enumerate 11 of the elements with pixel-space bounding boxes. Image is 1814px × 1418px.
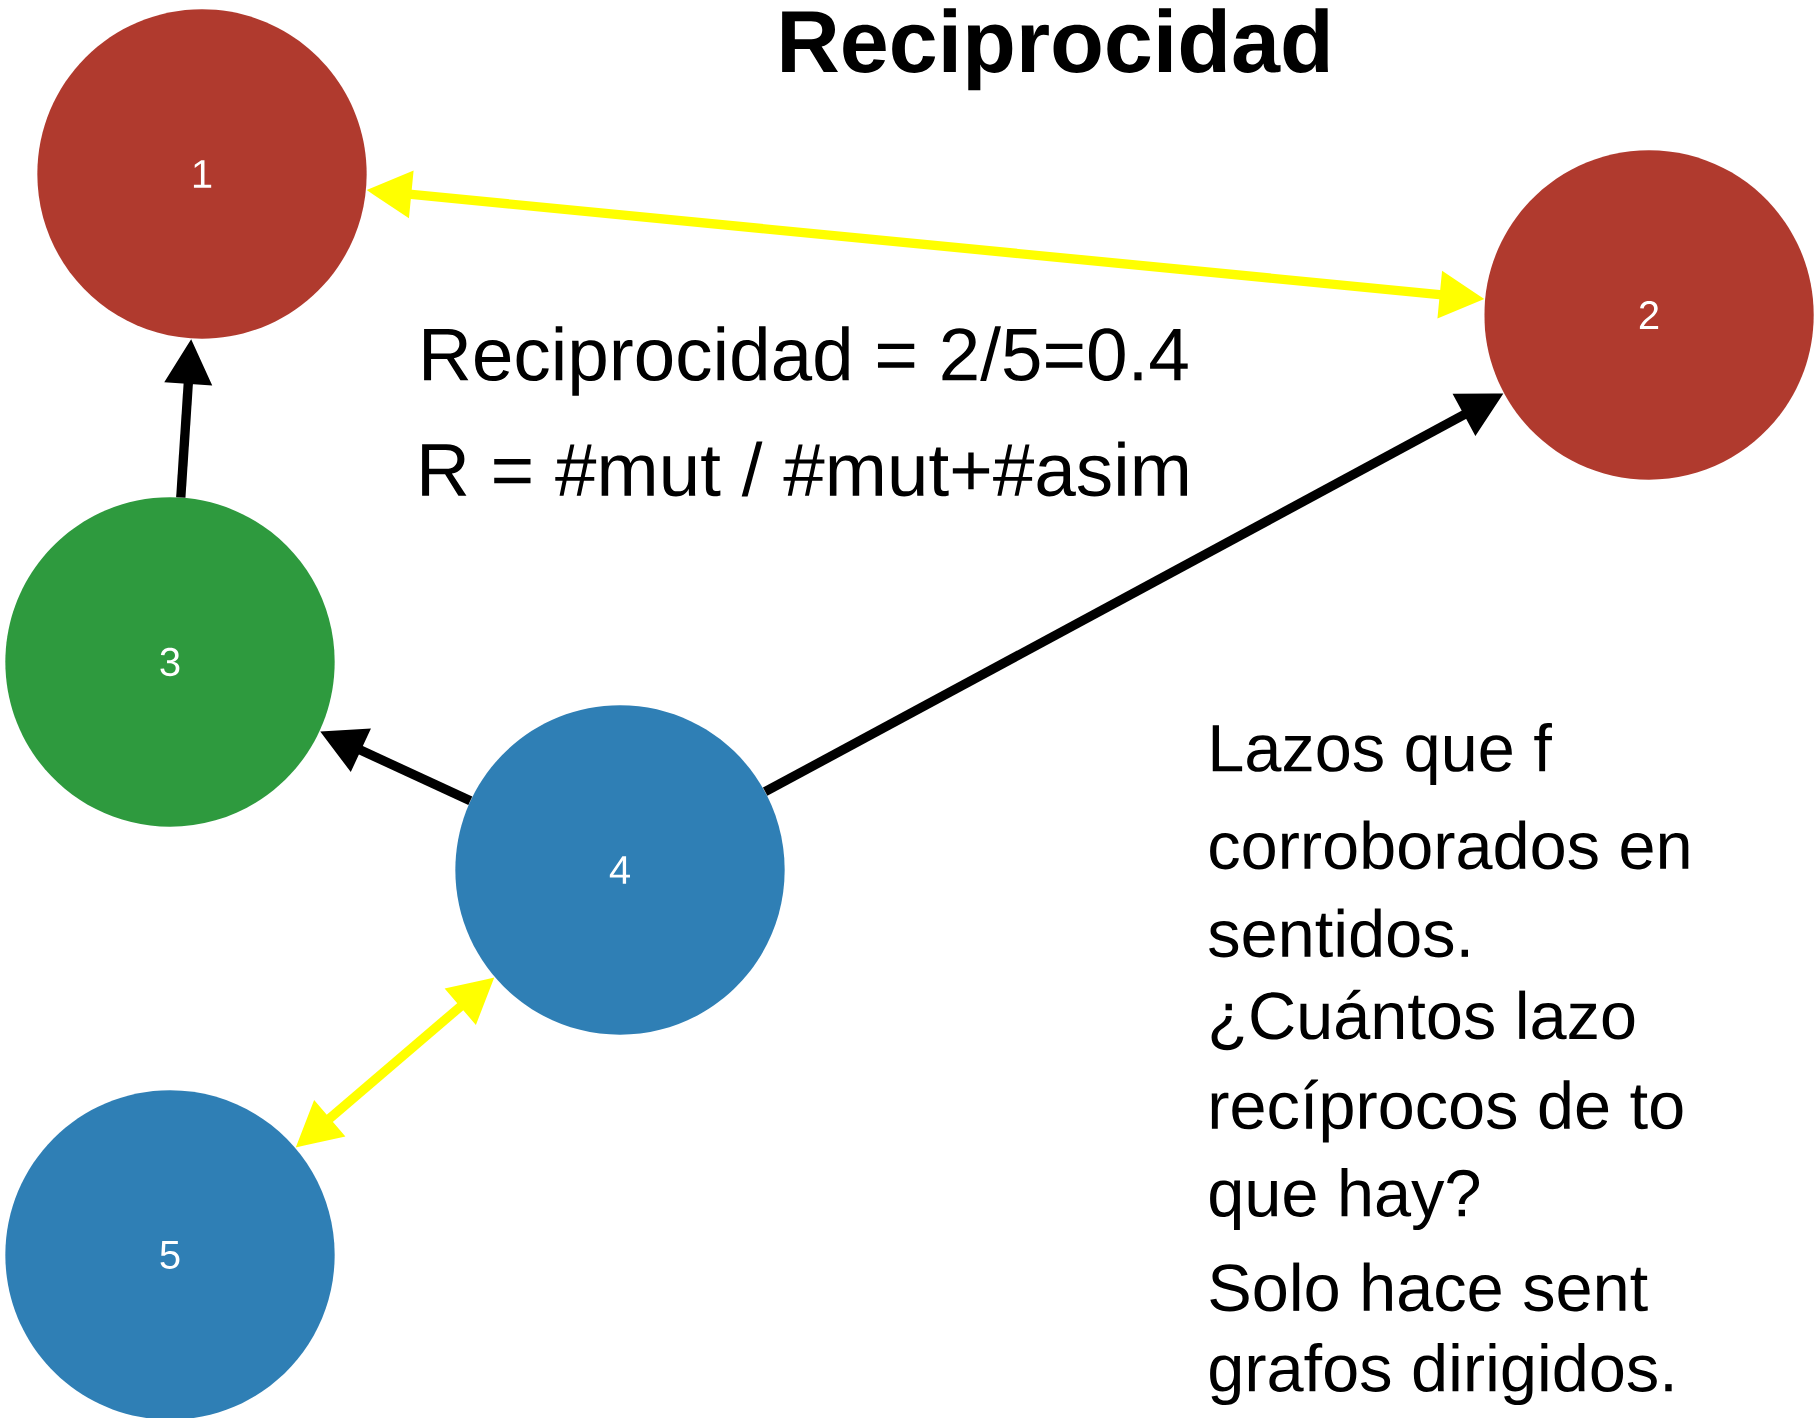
question-text: sentidos. — [1209, 908, 1468, 958]
formula-text: R = #mut / #mut+#asim — [422, 441, 1187, 497]
title: Reciprocidad — [782, 8, 1328, 91]
question-text: Solo hace sent — [1210, 1262, 1648, 1312]
question-text: corroborados en — [1210, 820, 1689, 870]
question-text: recíprocos de to — [1211, 1079, 1683, 1143]
question-text: ¿Cuántos lazo — [1211, 989, 1635, 1051]
question-text: que hay? — [1210, 1167, 1479, 1231]
formula-text: Reciprocidad = 2/5=0.4 — [424, 326, 1188, 396]
question-text: Lazos que f — [1212, 722, 1552, 786]
question-text: grafos dirigidos. — [1210, 1342, 1672, 1406]
